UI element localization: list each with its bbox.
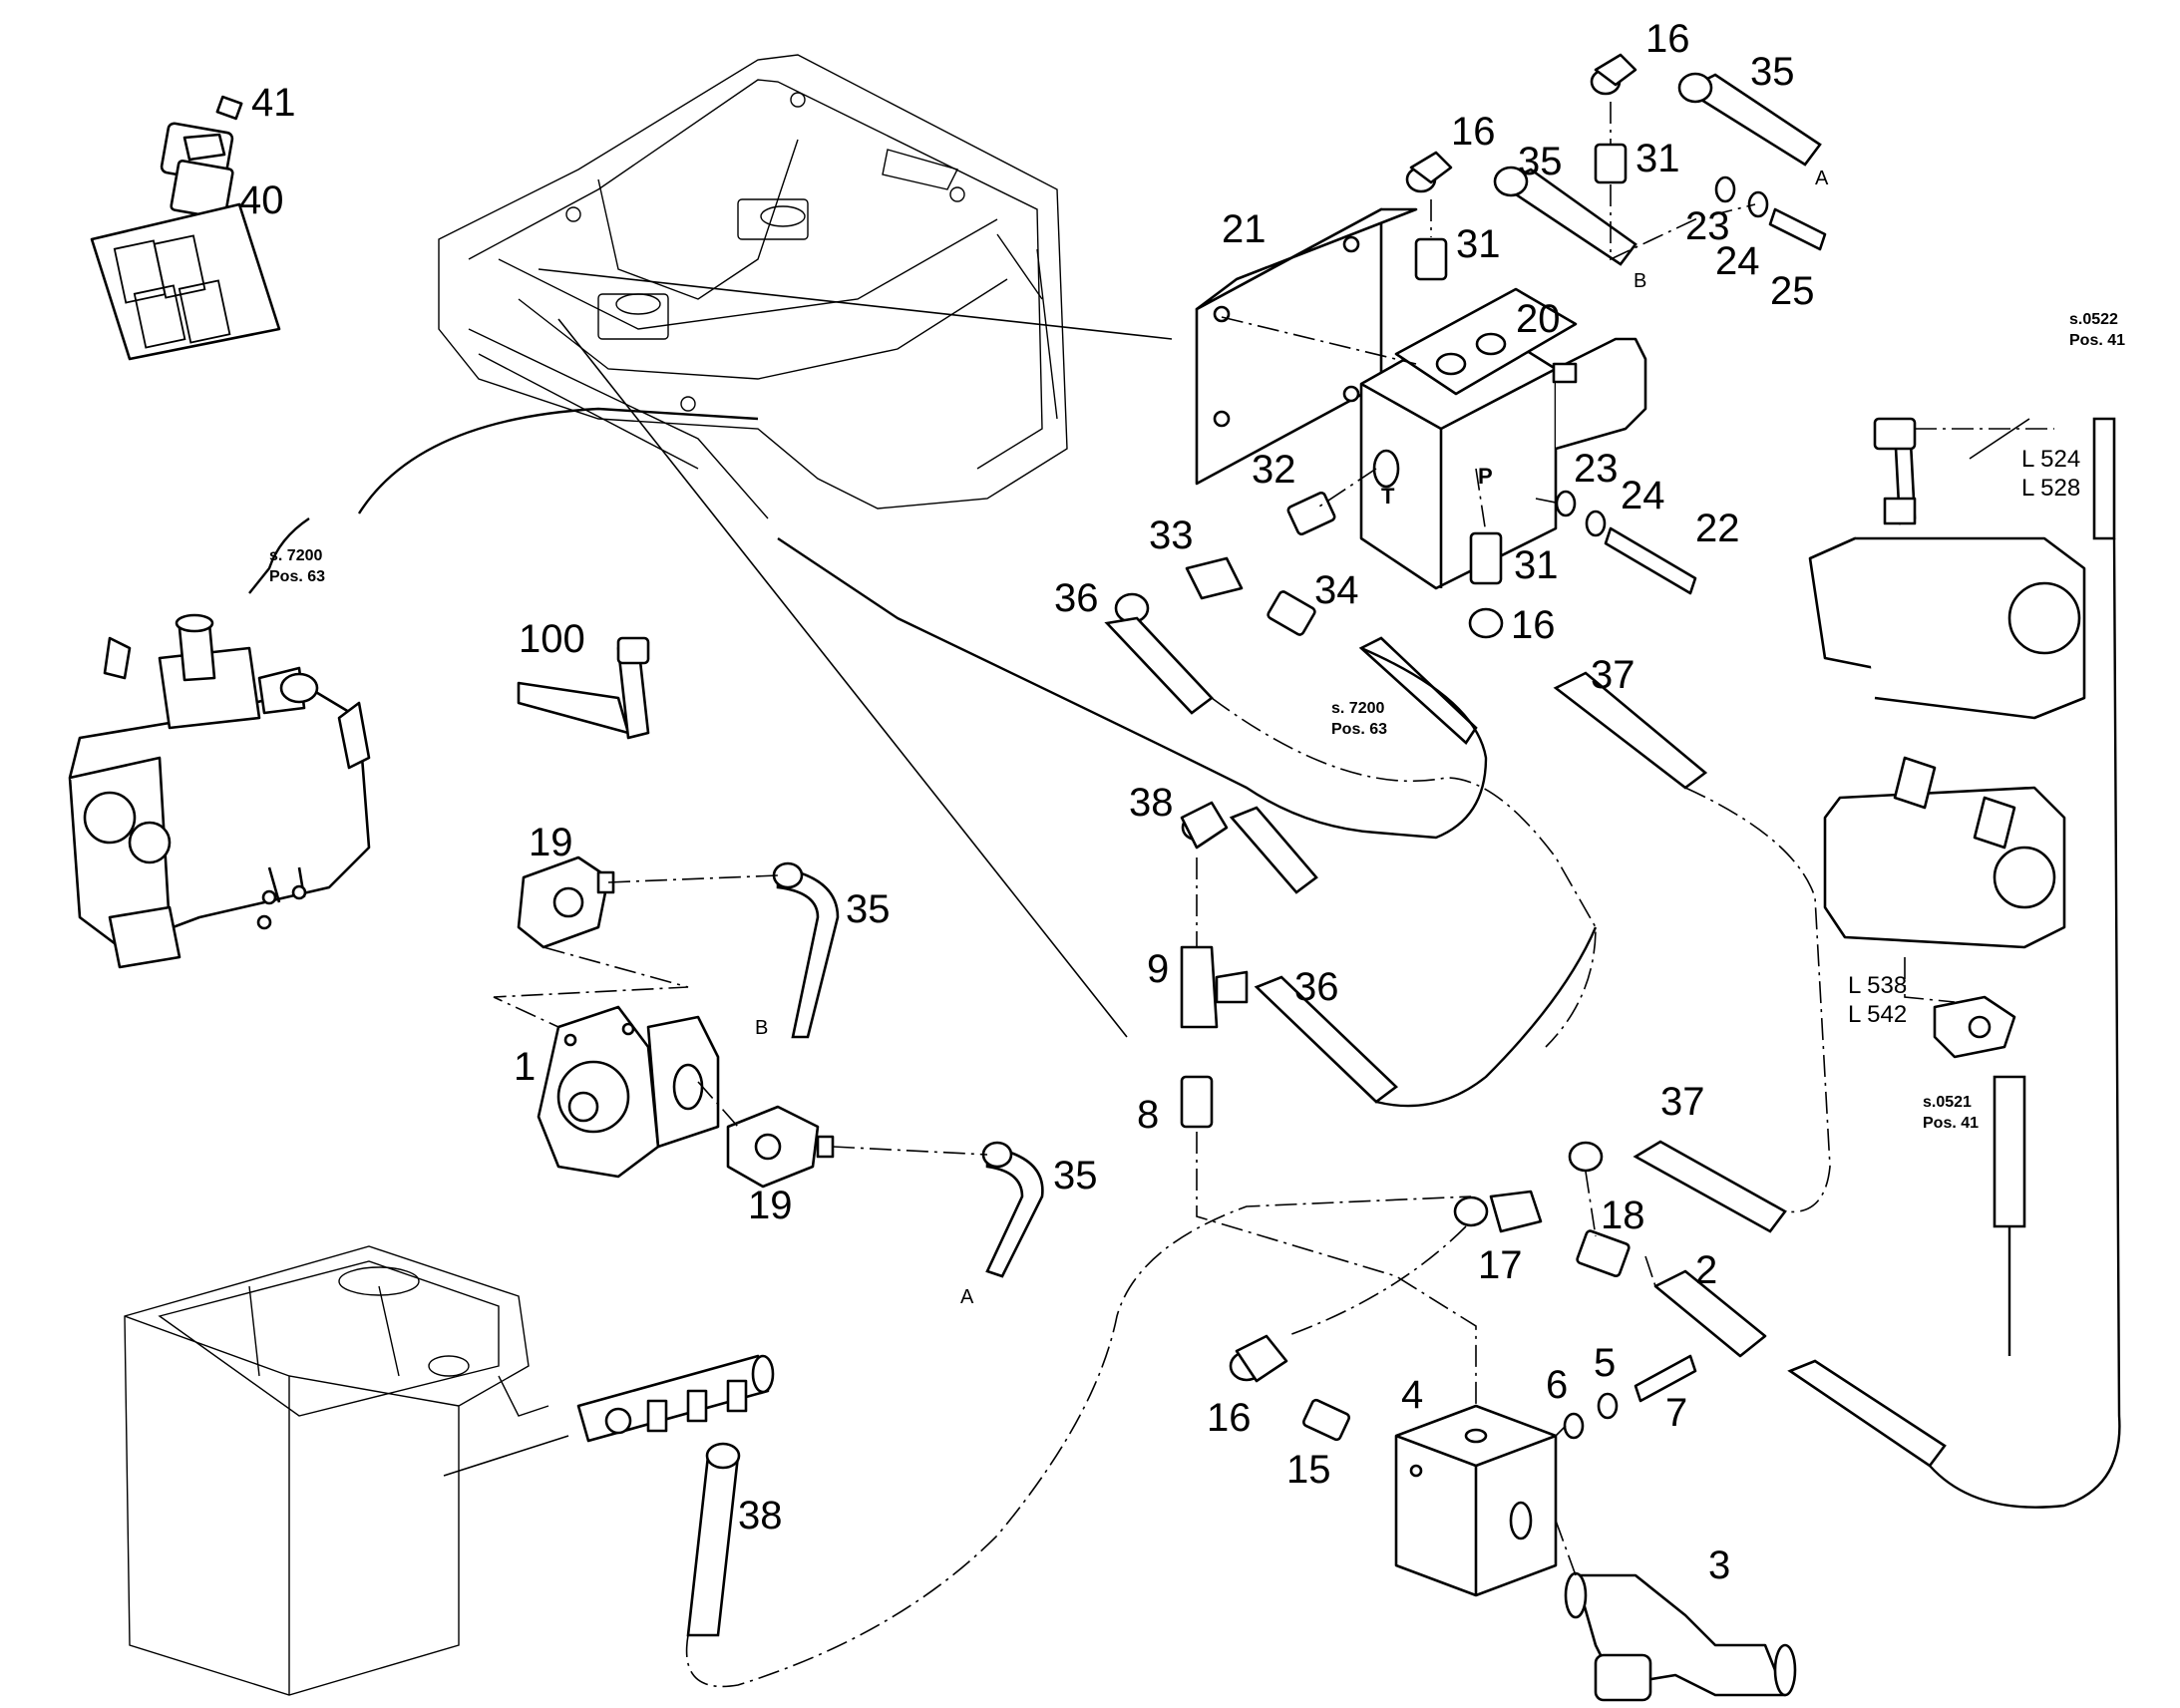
machine-frame (438, 54, 1068, 519)
label-41: 41 (251, 81, 296, 125)
label-22: 22 (1695, 507, 1740, 550)
hose-35-top (1677, 72, 1822, 167)
fittings-32-36 (1104, 491, 1478, 745)
ref-L542: L 542 (1848, 1001, 1907, 1028)
gear-pump-lower (1823, 756, 2066, 949)
label-21: 21 (1222, 207, 1267, 251)
cartridge-3 (1564, 1571, 1797, 1702)
fitting-31-b (1414, 237, 1448, 281)
switch-assembly (90, 95, 281, 361)
washer-bolt-set-top (1714, 175, 1827, 251)
hose-38-bottom (686, 1442, 741, 1637)
label-40: 40 (239, 178, 284, 222)
label-5: 5 (1594, 1341, 1616, 1385)
washer-bolt-set-22 (1555, 490, 1697, 595)
label-35-c: 35 (846, 887, 891, 931)
ref-s0522-line2: Pos. 41 (2069, 332, 2125, 349)
label-32: 32 (1252, 448, 1296, 492)
label-37-a: 37 (1591, 653, 1635, 697)
fittings-16-15-6-5-7 (1229, 1334, 1697, 1442)
label-31-a: 31 (1635, 137, 1680, 180)
label-31-b: 31 (1456, 222, 1501, 266)
label-1: 1 (514, 1045, 536, 1089)
hose-35-b (772, 861, 840, 1039)
ref-s7200-b-line1: s. 7200 (1331, 700, 1384, 717)
return-manifold (576, 1354, 775, 1443)
ref-s7200-a-line2: Pos. 63 (269, 568, 325, 585)
flange-19-upper (517, 855, 615, 949)
hose-35-b-top (1493, 166, 1637, 266)
label-23-a: 23 (1685, 204, 1730, 248)
label-8: 8 (1137, 1093, 1159, 1137)
label-100: 100 (519, 617, 585, 661)
label-18: 18 (1601, 1194, 1645, 1237)
port-label-P: P (1478, 464, 1493, 489)
label-A-mid: A (960, 1286, 974, 1308)
label-15: 15 (1286, 1448, 1331, 1492)
ref-s7200-a-line1: s. 7200 (269, 547, 322, 564)
fittings-31-16-37 (1468, 531, 1708, 790)
ref-L528: L 528 (2021, 475, 2080, 502)
fitting-16-b (1405, 151, 1453, 193)
fittings-17-18-2 (1453, 1140, 1947, 1468)
label-19-a: 19 (529, 821, 573, 864)
label-9: 9 (1147, 947, 1169, 991)
ref-s0522-line1: s.0522 (2069, 311, 2118, 328)
hose-35-a (981, 1141, 1044, 1278)
label-16-a: 16 (1645, 17, 1690, 61)
gear-pump-upper (1808, 417, 2086, 720)
label-B-top: B (1634, 270, 1646, 292)
hydraulic-pump (68, 613, 371, 969)
block-4 (1394, 1404, 1558, 1597)
label-17: 17 (1478, 1243, 1523, 1287)
label-B-mid: B (755, 1017, 768, 1039)
label-16-c: 16 (1511, 603, 1556, 647)
label-20: 20 (1516, 297, 1561, 341)
ref-s0521-line1: s.0521 (1923, 1094, 1972, 1111)
label-7: 7 (1665, 1391, 1687, 1435)
bracket-100 (517, 636, 650, 740)
label-33: 33 (1149, 513, 1194, 557)
label-4: 4 (1401, 1373, 1423, 1417)
part-labels: 41 40 21 20 16 35 31 A 16 35 31 B 23 24 … (239, 17, 1829, 1587)
label-38-a: 38 (1129, 781, 1174, 825)
flange-19-lower (726, 1105, 835, 1189)
label-36-a: 36 (1054, 576, 1099, 620)
port-label-T: T (1381, 484, 1395, 509)
label-38-b: 38 (738, 1494, 783, 1537)
label-24-b: 24 (1621, 474, 1665, 517)
motor-1 (537, 1005, 720, 1179)
label-19-b: 19 (748, 1184, 793, 1227)
valve-block-20 (1195, 207, 1647, 590)
label-16-d: 16 (1207, 1396, 1252, 1440)
fitting-31-top (1594, 143, 1628, 184)
label-2: 2 (1695, 1248, 1717, 1292)
label-35-d: 35 (1053, 1154, 1098, 1197)
label-35-a: 35 (1750, 50, 1795, 94)
ref-L524: L 524 (2021, 446, 2080, 473)
label-31-c: 31 (1514, 543, 1559, 587)
fitting-right (1933, 995, 2016, 1059)
label-35-b: 35 (1518, 140, 1563, 183)
reference-labels: s. 7200 Pos. 63 s. 7200 Pos. 63 s.0522 P… (269, 311, 2125, 1132)
label-36-b: 36 (1294, 965, 1339, 1009)
ref-s7200-b-line2: Pos. 63 (1331, 721, 1387, 738)
hydraulic-tank (124, 1245, 549, 1696)
label-24-a: 24 (1715, 239, 1760, 283)
label-3: 3 (1708, 1543, 1730, 1587)
label-37-b: 37 (1660, 1080, 1705, 1124)
tee-9-assembly (1180, 801, 1399, 1129)
label-34: 34 (1314, 568, 1359, 612)
connection-lines (248, 102, 2121, 1688)
ref-s0521-line2: Pos. 41 (1923, 1115, 1979, 1132)
label-25: 25 (1770, 269, 1815, 313)
label-6: 6 (1546, 1363, 1568, 1407)
label-23-b: 23 (1574, 447, 1619, 491)
fitting-16-top (1590, 53, 1637, 96)
label-A-top: A (1815, 168, 1829, 189)
ref-L538: L 538 (1848, 972, 1907, 999)
label-16-b: 16 (1451, 110, 1496, 154)
